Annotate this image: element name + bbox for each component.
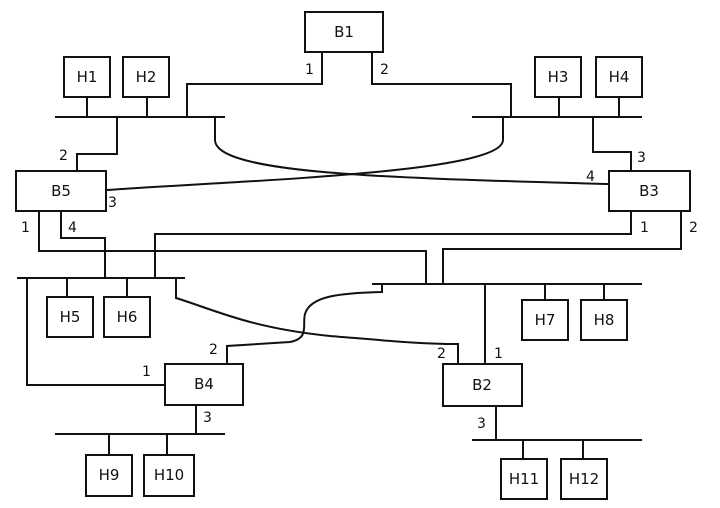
bridge-b2[interactable]: B2 [442, 363, 523, 407]
host-h12-label: H12 [569, 470, 599, 488]
b1-port1-label: 1 [305, 62, 314, 78]
host-h2[interactable]: H2 [122, 56, 170, 98]
host-h12[interactable]: H12 [560, 458, 608, 500]
b5-port4-label: 4 [68, 220, 77, 236]
bridge-b3[interactable]: B3 [608, 170, 691, 212]
bridge-b1[interactable]: B1 [304, 11, 384, 53]
host-h8-label: H8 [594, 311, 615, 329]
host-h6[interactable]: H6 [103, 296, 151, 338]
b5-port3-label: 3 [108, 195, 117, 211]
b1-port1-link [186, 51, 323, 118]
host-h1[interactable]: H1 [63, 56, 111, 98]
bridge-b1-label: B1 [334, 23, 354, 41]
host-h11-label: H11 [509, 470, 539, 488]
b3-port1-label: 1 [640, 220, 649, 236]
host-h5-label: H5 [60, 308, 81, 326]
bridge-b3-label: B3 [639, 182, 659, 200]
host-h4-label: H4 [609, 68, 630, 86]
b3-port3-label: 3 [637, 150, 646, 166]
b3-port2-link [442, 210, 682, 285]
b5-port2-label: 2 [59, 148, 68, 164]
bridge-b5-label: B5 [51, 182, 71, 200]
host-h5[interactable]: H5 [46, 296, 94, 338]
bridge-b5[interactable]: B5 [15, 170, 107, 212]
b3-port3-link [592, 116, 632, 172]
host-h7-label: H7 [535, 311, 556, 329]
host-h2-label: H2 [136, 68, 157, 86]
b2-port2-label: 2 [437, 346, 446, 362]
host-h11[interactable]: H11 [500, 458, 548, 500]
host-h1-label: H1 [77, 68, 98, 86]
b2-port3-label: 3 [477, 416, 486, 432]
b4-port1-link [26, 277, 166, 386]
b4-port2-link [226, 283, 383, 365]
b1-port2-link [371, 51, 512, 118]
host-h8[interactable]: H8 [580, 299, 628, 341]
b3-port2-label: 2 [689, 220, 698, 236]
host-h10[interactable]: H10 [143, 454, 195, 497]
b4-port1-label: 1 [142, 364, 151, 380]
b2-port1-label: 1 [494, 346, 503, 362]
b5-port2-link [76, 116, 118, 172]
host-h4[interactable]: H4 [595, 56, 643, 98]
b4-port2-label: 2 [209, 342, 218, 358]
b5-port1-link [38, 210, 427, 285]
host-h9[interactable]: H9 [85, 454, 133, 497]
host-h6-label: H6 [117, 308, 138, 326]
b2-port2-link [175, 277, 459, 365]
b5-port4-link [60, 210, 106, 279]
b3-port1-link [154, 210, 632, 279]
b3-port4-link [214, 116, 610, 186]
b5-port1-label: 1 [21, 220, 30, 236]
bridge-b4[interactable]: B4 [164, 363, 244, 406]
b5-port3-link [105, 116, 504, 192]
bridge-b2-label: B2 [472, 376, 492, 394]
host-h10-label: H10 [154, 466, 184, 484]
host-h9-label: H9 [99, 466, 120, 484]
host-h3-label: H3 [548, 68, 569, 86]
host-h3[interactable]: H3 [534, 56, 582, 98]
host-h7[interactable]: H7 [521, 299, 569, 341]
b1-port2-label: 2 [380, 62, 389, 78]
b4-port3-label: 3 [203, 410, 212, 426]
bridge-b4-label: B4 [194, 375, 214, 393]
b3-port4-label: 4 [586, 169, 595, 185]
